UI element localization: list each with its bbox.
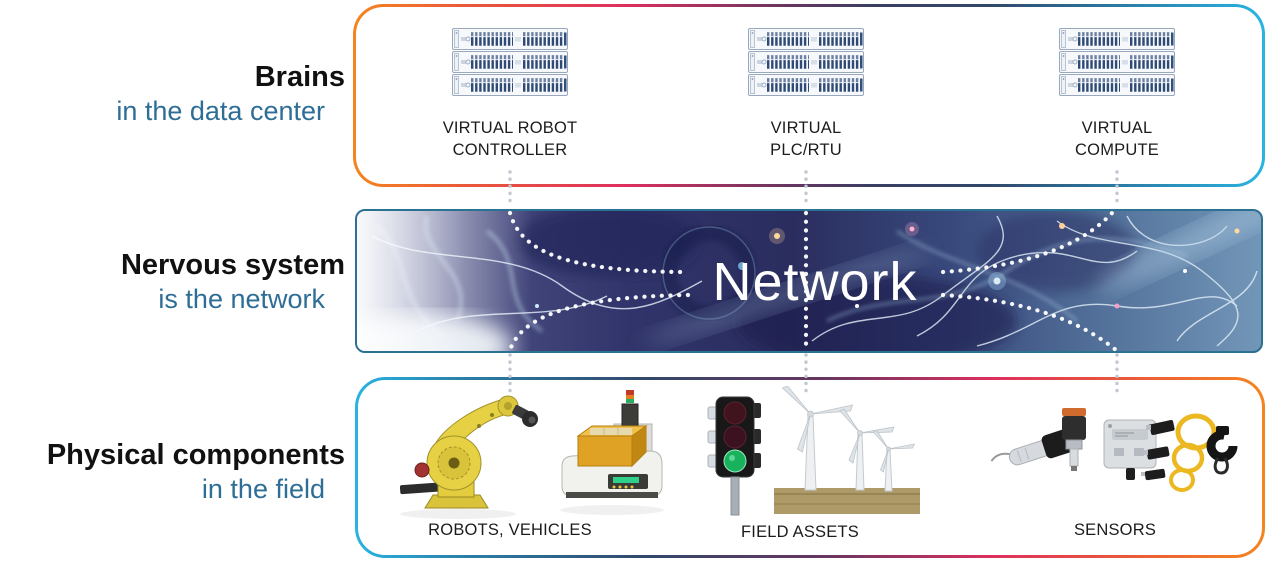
agv-vehicle-icon — [560, 390, 664, 515]
caption-brains-title: Brains — [254, 61, 345, 93]
caption-physical-subtitle: in the field — [201, 473, 325, 504]
caption-nervous-system: Nervous system is the network — [0, 248, 345, 317]
traffic-light-icon — [707, 396, 761, 516]
sensors-icon — [990, 408, 1238, 492]
caption-physical-title: Physical components — [46, 439, 345, 471]
server-rack-icon — [452, 28, 568, 96]
server-rack-icon — [1059, 28, 1175, 96]
caption-nervous-title: Nervous system — [120, 249, 345, 281]
label-sensors: SENSORS — [1073, 521, 1157, 539]
caption-brains-subtitle: in the data center — [116, 95, 325, 126]
label-robots-vehicles: ROBOTS, VEHICLES — [428, 521, 592, 539]
robot-arm-icon — [399, 395, 538, 519]
network-label: Network — [712, 252, 918, 312]
wind-turbine-icon — [774, 386, 920, 514]
caption-physical-components: Physical components in the field — [0, 438, 345, 507]
server-rack-icon — [748, 28, 864, 96]
caption-nervous-subtitle: is the network — [158, 283, 325, 314]
caption-brains: Brains in the data center — [0, 60, 345, 129]
label-field-assets: FIELD ASSETS — [741, 523, 859, 541]
